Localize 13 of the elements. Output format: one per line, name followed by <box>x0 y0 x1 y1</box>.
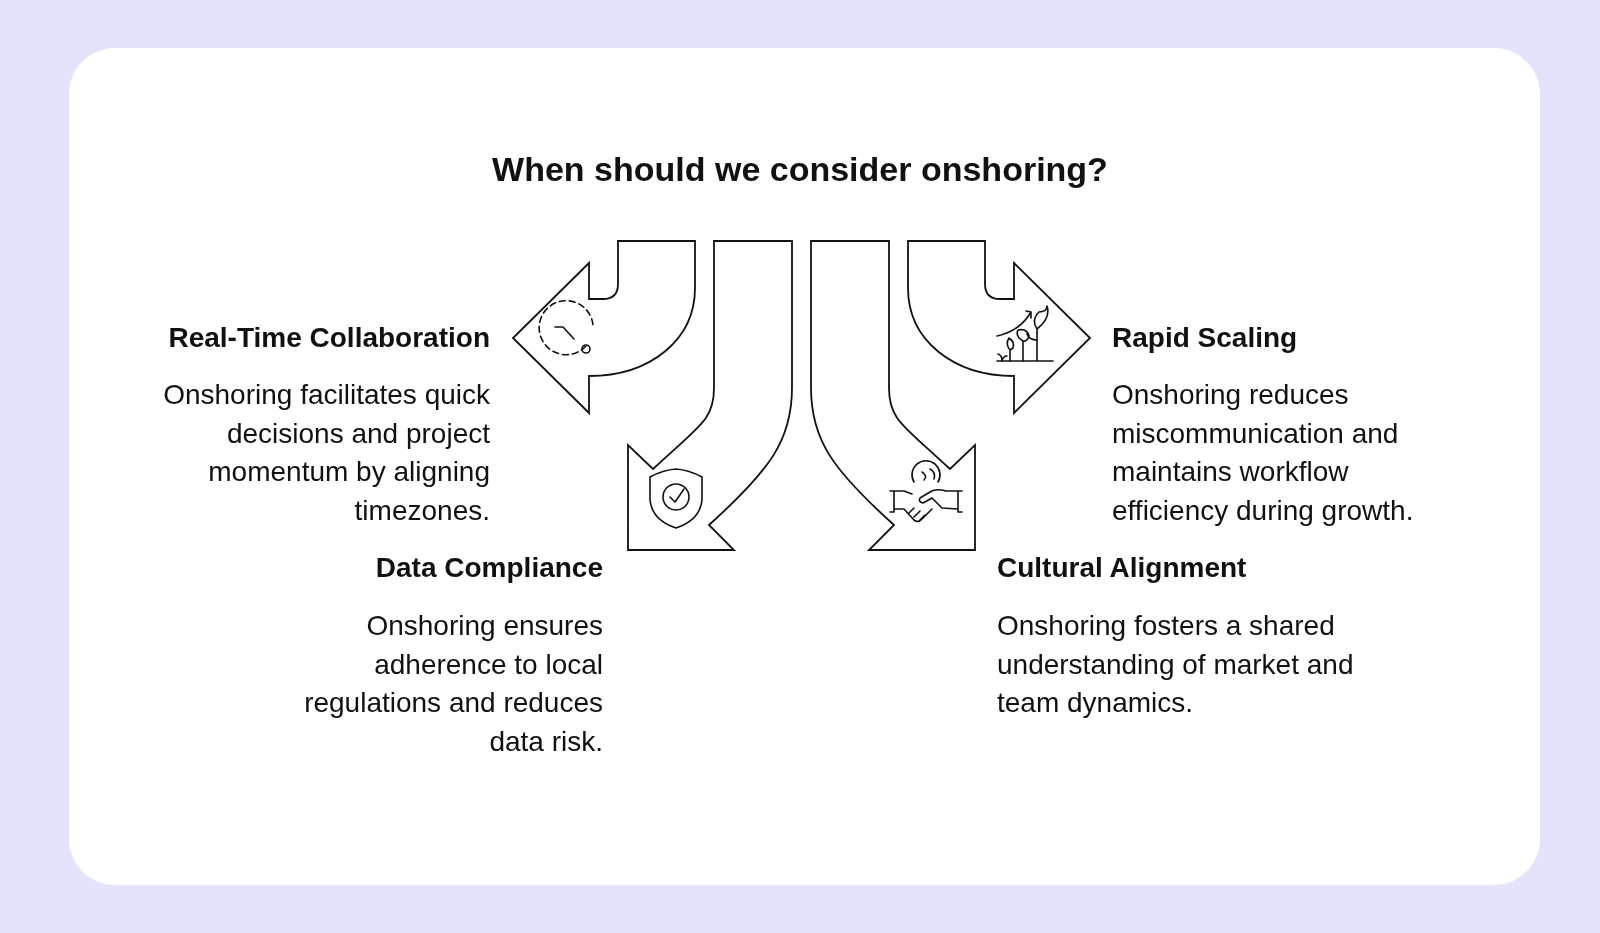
title: When should we consider onshoring? <box>491 150 1109 189</box>
description: Onshoring fosters a shared understanding of market and team dynamics. <box>997 609 1355 720</box>
block-arrow <box>512 240 696 414</box>
description: Onshoring ensures adherence to local regulations and reduces data risk. <box>303 609 603 759</box>
description: Onshoring reduces miscommunication and maintains workflow efficiency during growth. <box>1112 378 1415 528</box>
block-arrow <box>907 240 1091 414</box>
heading: Rapid Scaling <box>1112 321 1299 355</box>
heading: Real-Time Collaboration <box>167 321 490 355</box>
block-arrow <box>810 240 976 551</box>
block-arrow <box>627 240 793 551</box>
heading: Cultural Alignment <box>997 551 1248 585</box>
heading: Data Compliance <box>374 551 603 585</box>
description: Onshoring facilitates quick decisions and project momentum by aligning timezones. <box>162 378 490 528</box>
